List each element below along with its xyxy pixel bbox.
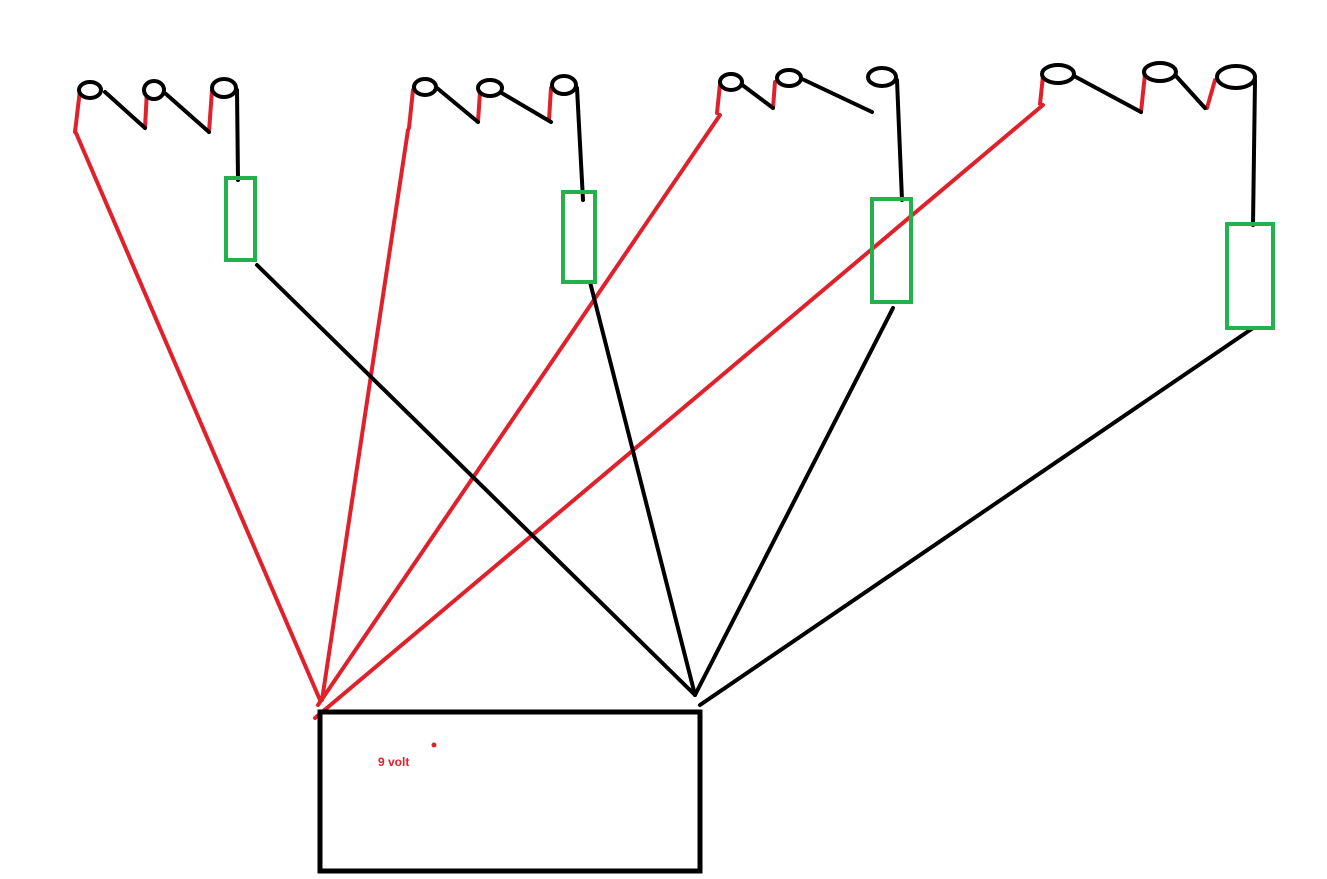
resistor-3	[870, 197, 913, 304]
coil-3	[715, 66, 904, 202]
red-wire-1	[74, 131, 322, 702]
negative-wires	[255, 263, 1255, 707]
positive-wires	[74, 103, 1045, 720]
resistor-1	[224, 176, 257, 262]
red-wire-3	[316, 113, 722, 707]
coil-4	[1038, 61, 1257, 227]
battery-9v	[317, 709, 703, 874]
resistor-4	[1225, 222, 1275, 330]
black-wire-3	[693, 306, 895, 697]
positive-marker-dot	[431, 742, 437, 748]
red-wire-2	[320, 128, 410, 702]
black-wire-2	[588, 280, 697, 697]
battery-label: 9 volt	[378, 755, 410, 769]
coil-1	[73, 77, 240, 182]
coil-2	[407, 74, 585, 202]
red-wire-4	[313, 103, 1045, 720]
black-wire-1	[255, 263, 697, 697]
resistor-2	[561, 190, 597, 284]
black-wire-4	[698, 326, 1255, 707]
